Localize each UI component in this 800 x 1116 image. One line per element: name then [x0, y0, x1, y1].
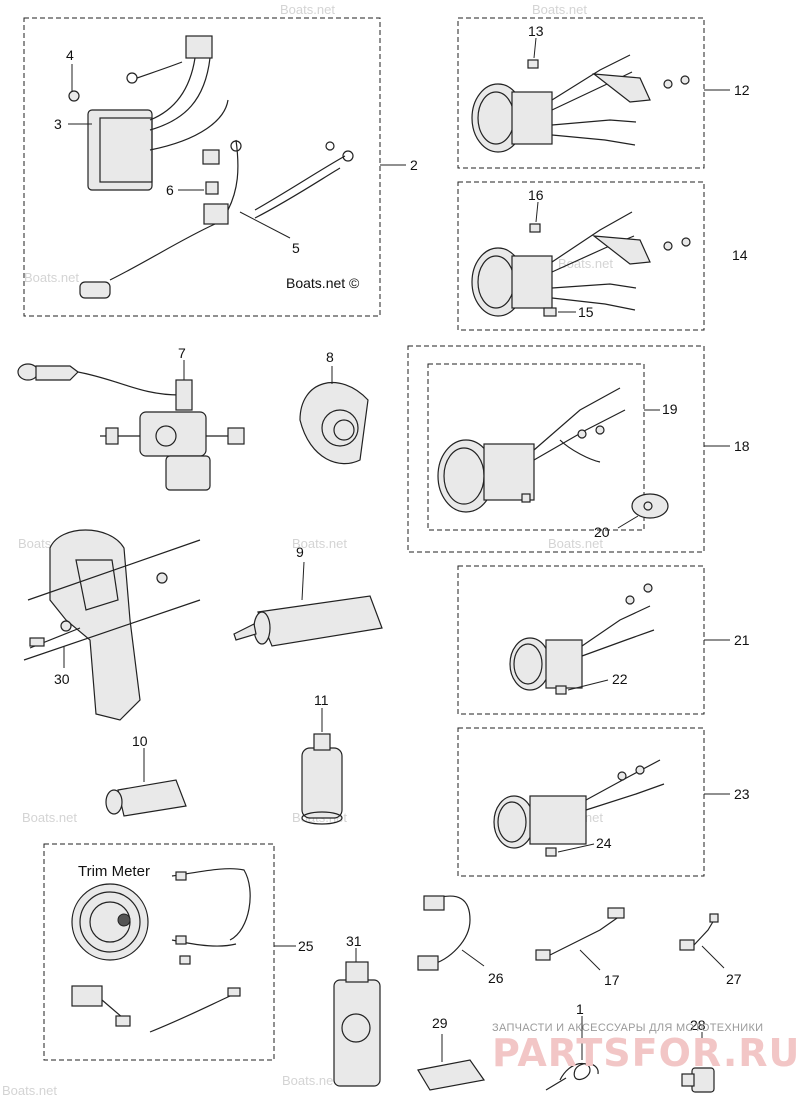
watermark: Boats.net	[24, 270, 79, 285]
gauge-assembly-14	[471, 211, 691, 317]
leader	[461, 949, 485, 967]
callout-5: 5	[292, 240, 300, 256]
group-25-box	[43, 843, 275, 1061]
trim-meter-25	[71, 868, 251, 1033]
leader	[301, 561, 305, 601]
gauge-assembly-23	[493, 759, 665, 857]
callout-1: 1	[576, 1001, 584, 1017]
watermark-main: Boats.net ©	[286, 275, 360, 291]
callout-30: 30	[54, 671, 70, 687]
leader	[701, 945, 725, 969]
callout-18: 18	[734, 438, 750, 454]
mounting-bracket-30	[23, 529, 201, 721]
gauge-assembly-21	[509, 583, 655, 695]
leader	[533, 37, 537, 59]
pad-29	[417, 1059, 486, 1091]
callout-7: 7	[178, 345, 186, 361]
callout-11: 11	[314, 692, 329, 708]
callout-19: 19	[662, 401, 678, 417]
watermark: Boats.net	[292, 536, 347, 551]
lead-wire-27	[679, 913, 719, 951]
callout-3: 3	[54, 116, 62, 132]
switch-cover-8	[299, 382, 369, 465]
brand-watermark: ЗАПЧАСТИ И АКСЕССУАРЫ ДЛЯ МОТОТЕХНИКИ PA…	[492, 1022, 800, 1075]
leader	[567, 679, 609, 691]
leader	[239, 211, 291, 239]
gauge-assembly-19	[437, 387, 626, 513]
leader	[535, 201, 539, 223]
callout-14: 14	[732, 247, 748, 263]
callout-25: 25	[298, 938, 314, 954]
callout-6: 6	[166, 182, 174, 198]
callout-27: 27	[726, 971, 742, 987]
watermark: Boats.net	[558, 256, 613, 271]
oil-can-11	[301, 733, 343, 825]
callout-12: 12	[734, 82, 750, 98]
brand-logo: PARTSFOR.RU	[492, 1031, 800, 1075]
callout-16: 16	[528, 187, 544, 203]
callout-10: 10	[132, 733, 148, 749]
group-19-box	[427, 363, 645, 531]
cable-17	[535, 907, 625, 961]
watermark: Boats.net	[280, 2, 335, 17]
group-12-box	[457, 17, 705, 169]
plug-28	[681, 1067, 715, 1093]
callout-23: 23	[734, 786, 750, 802]
group-23-box	[457, 727, 705, 877]
leader	[617, 515, 639, 529]
group-2-box	[23, 17, 381, 317]
callout-17: 17	[604, 972, 620, 988]
callout-13: 13	[528, 23, 544, 39]
watermark: Boats.net	[532, 2, 587, 17]
callout-28: 28	[690, 1017, 706, 1033]
watermark: Boats.net	[548, 536, 603, 551]
wire-harness-26	[417, 895, 471, 971]
sealant-tube-10	[105, 779, 187, 817]
callout-21: 21	[734, 632, 750, 648]
callout-26: 26	[488, 970, 504, 986]
callout-2: 2	[410, 157, 418, 173]
bulb-holder-20	[631, 493, 669, 519]
spring-1	[545, 1062, 599, 1091]
callout-8: 8	[326, 349, 334, 365]
callout-29: 29	[432, 1015, 448, 1031]
callout-31: 31	[346, 933, 362, 949]
rectifier-regulator	[68, 35, 354, 299]
bottle-31	[333, 961, 381, 1087]
trim-meter-caption: Trim Meter	[78, 863, 150, 880]
callout-15: 15	[578, 304, 594, 320]
watermark: Boats.net	[2, 1083, 57, 1098]
callout-22: 22	[612, 671, 628, 687]
key-switch-7	[17, 363, 245, 491]
group-14-box	[457, 181, 705, 331]
callout-20: 20	[594, 524, 610, 540]
leader	[557, 843, 595, 853]
group-18-box	[407, 345, 705, 553]
brand-tagline: ЗАПЧАСТИ И АКСЕССУАРЫ ДЛЯ МОТОТЕХНИКИ	[492, 1022, 763, 1034]
watermark: Boats.net	[22, 810, 77, 825]
watermark: Boats.net	[282, 1073, 337, 1088]
leader	[579, 949, 601, 971]
callout-4: 4	[66, 47, 74, 63]
gauge-assembly-12	[471, 54, 690, 153]
callout-9: 9	[296, 544, 304, 560]
grease-tube-9	[233, 595, 383, 647]
callout-24: 24	[596, 835, 612, 851]
